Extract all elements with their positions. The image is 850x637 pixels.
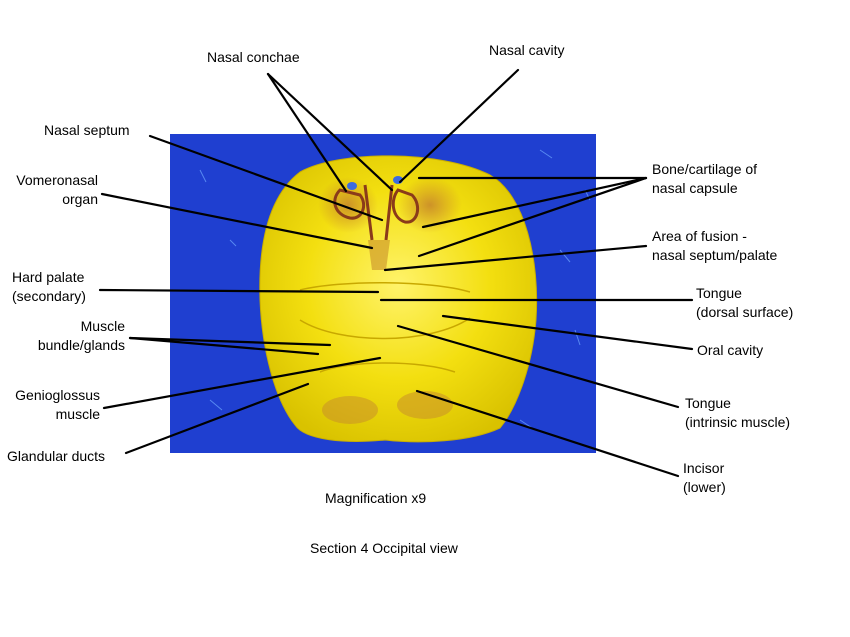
leader-bone-cartilage-2 (421, 176, 648, 229)
caption-magnification: Magnification x9 (325, 490, 427, 506)
label-nasal-conchae: Nasal conchae (207, 49, 300, 65)
leader-nasal-conchae-2 (266, 72, 394, 192)
leader-incisor (415, 389, 680, 478)
nasal-region (318, 176, 462, 270)
leader-area-of-fusion (383, 244, 648, 272)
leader-nasal-cavity (398, 68, 520, 184)
leader-muscle-bundle-2 (128, 336, 320, 356)
caption-section: Section 4 Occipital view (310, 540, 458, 556)
leader-glandular-ducts (124, 382, 310, 455)
label-hard-palate: Hard palate (secondary) (12, 269, 86, 304)
leader-hard-palate (98, 288, 380, 294)
leader-bone-cartilage-3 (417, 176, 648, 258)
label-incisor-lower: Incisor (lower) (683, 460, 726, 495)
label-nasal-cavity: Nasal cavity (489, 42, 565, 58)
label-nasal-septum: Nasal septum (44, 122, 130, 138)
specimen-section (259, 155, 538, 443)
label-muscle-bundle-glands: Muscle bundle/glands (37, 318, 125, 353)
leader-vomeronasal-organ (100, 192, 374, 250)
leader-genioglossus (102, 356, 382, 410)
leader-nasal-septum (148, 134, 384, 222)
label-tongue-intrinsic: Tongue (intrinsic muscle) (685, 395, 791, 430)
oral-region (299, 282, 471, 373)
label-vomeronasal-organ: Vomeronasal organ (16, 172, 98, 207)
leader-lines (98, 68, 694, 478)
label-glandular-ducts: Glandular ducts (7, 448, 106, 464)
label-genioglossus-muscle: Genioglossus muscle (15, 387, 100, 422)
label-tongue-dorsal: Tongue (dorsal surface) (696, 285, 794, 320)
leader-muscle-bundle-1 (128, 336, 332, 347)
label-area-of-fusion: Area of fusion - nasal septum/palate (652, 228, 778, 263)
leader-nasal-conchae-1 (266, 72, 348, 193)
label-bone-cartilage: Bone/cartilage of nasal capsule (652, 161, 758, 196)
leader-tongue-intrinsic (396, 324, 680, 409)
leader-oral-cavity (441, 314, 694, 351)
label-oral-cavity: Oral cavity (697, 342, 764, 358)
